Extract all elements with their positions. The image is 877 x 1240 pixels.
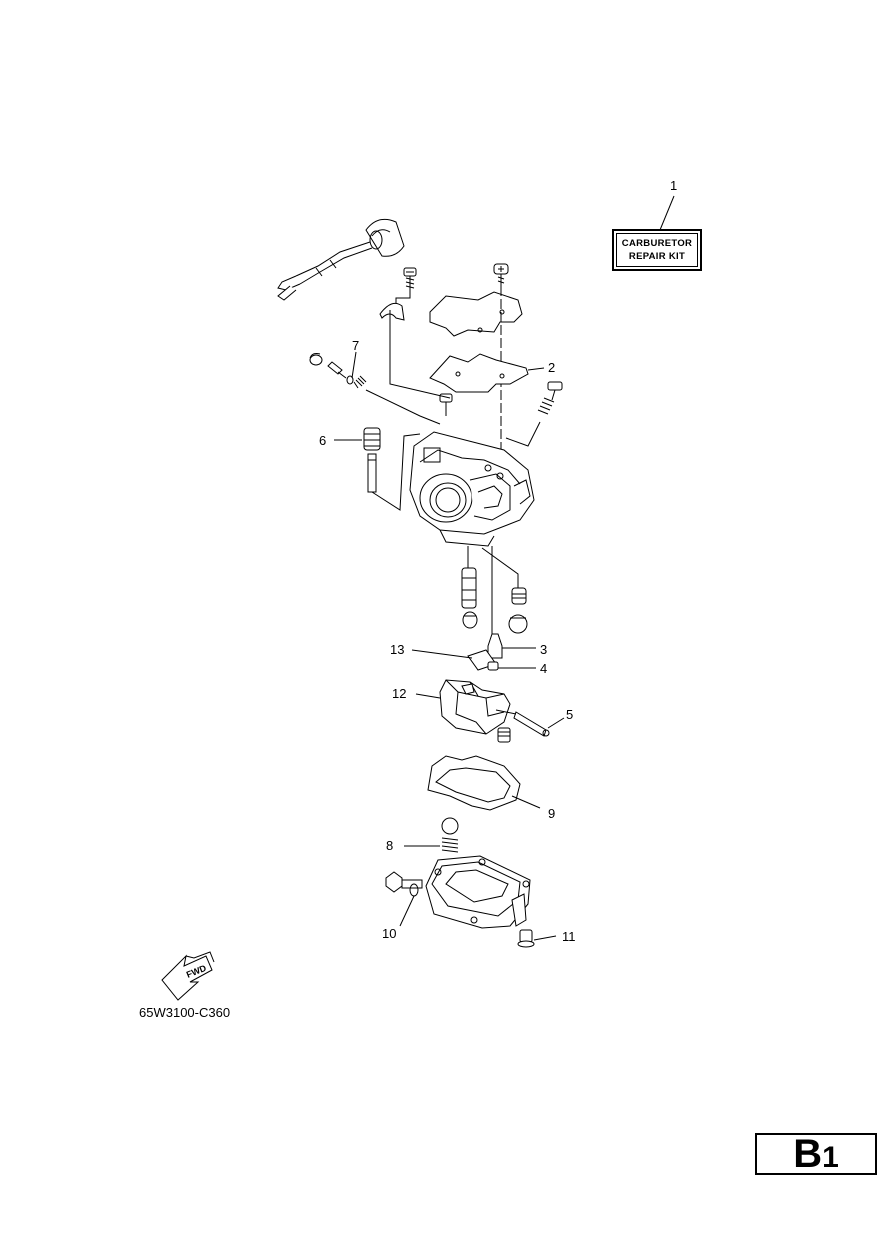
figure-code: 65W3100-C360 <box>139 1005 231 1020</box>
callout-2: 2 <box>548 360 555 375</box>
float-pin-part <box>513 711 565 737</box>
callout-3: 3 <box>540 642 547 657</box>
wire-connector-part <box>277 218 405 301</box>
callout-9: 9 <box>548 806 555 821</box>
screw-spring-part <box>537 381 563 415</box>
callout-4: 4 <box>540 661 547 676</box>
screw-part <box>403 267 417 290</box>
callout-6: 6 <box>319 433 326 448</box>
kit-label-line1: CARBURETOR <box>621 238 693 249</box>
needle-valve-part <box>487 633 503 659</box>
screw-part <box>493 263 509 286</box>
float-part <box>439 679 511 735</box>
repair-kit-label-box: CARBURETOR REPAIR KIT <box>612 229 702 271</box>
screw-part <box>517 929 557 948</box>
callout-12: 12 <box>392 686 406 701</box>
fwd-arrow-icon <box>161 951 215 1001</box>
page-tag-number: 1 <box>822 1141 839 1174</box>
page-tag: B 1 <box>755 1133 877 1175</box>
callout-5: 5 <box>566 707 573 722</box>
gasket-part <box>429 353 529 393</box>
kit-label-line2: REPAIR KIT <box>628 251 686 262</box>
drain-screw-part <box>385 871 423 927</box>
float-chamber-gasket-part <box>427 755 541 811</box>
spring-part <box>404 817 459 853</box>
callout-13: 13 <box>390 642 404 657</box>
callout-10: 10 <box>382 926 396 941</box>
clip-bracket-part <box>379 302 405 321</box>
cover-plate-part <box>429 291 523 337</box>
callout-7: 7 <box>352 338 359 353</box>
callout-1: 1 <box>670 178 677 193</box>
carburetor-body-part <box>409 431 535 547</box>
pilot-jet-part <box>461 567 478 629</box>
page-tag-letter: B <box>793 1132 823 1176</box>
screw-part <box>497 727 511 743</box>
main-jet-part <box>363 427 381 493</box>
callout-8: 8 <box>386 838 393 853</box>
pin-part <box>487 661 536 671</box>
pilot-screw-part <box>309 353 367 389</box>
float-chamber-part <box>425 855 531 929</box>
valve-seat-part <box>508 587 528 634</box>
callout-11: 11 <box>562 929 576 944</box>
